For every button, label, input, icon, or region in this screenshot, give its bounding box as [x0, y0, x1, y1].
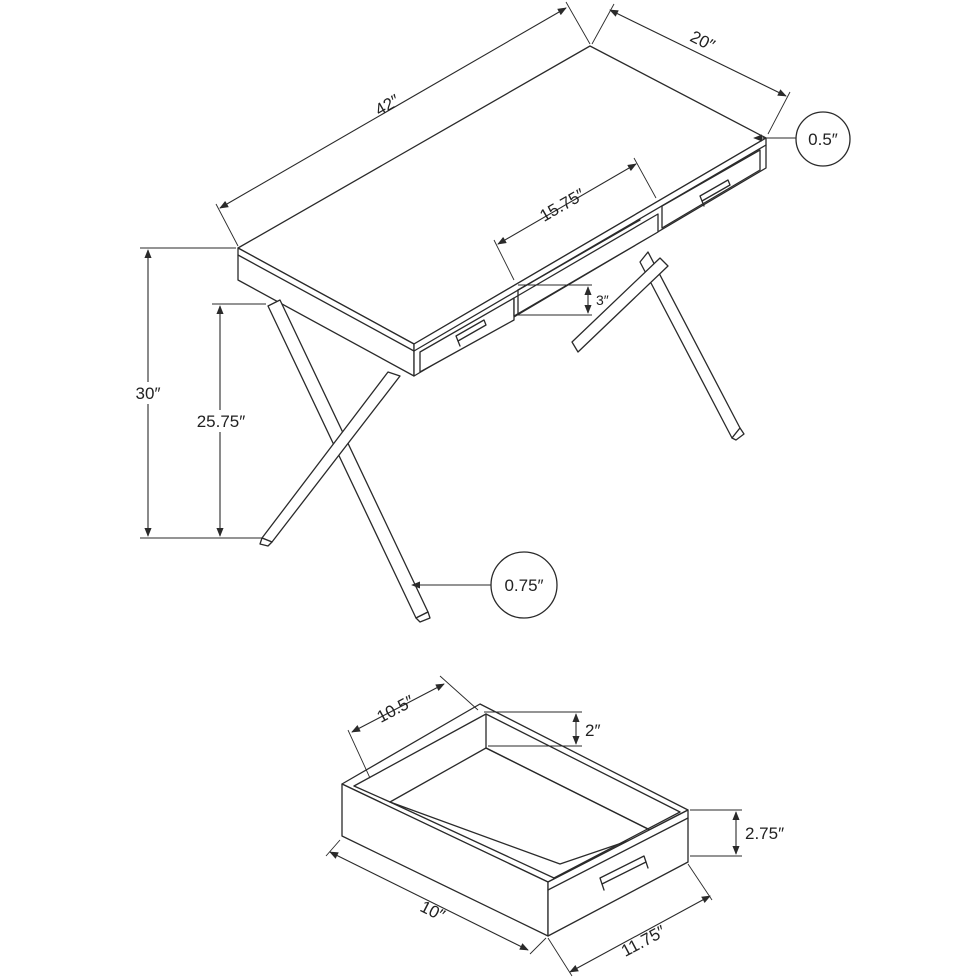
- right-drawer-handle[interactable]: [699, 179, 731, 207]
- leg-thickness-callout-circle: [490, 551, 558, 619]
- desk-illustration: [237, 45, 767, 623]
- drawer-inner-depth-label: 2″: [585, 721, 600, 740]
- desk-width-dimension-line: [219, 7, 567, 209]
- drawer-length-dimension-line: [329, 851, 529, 951]
- knee-clearance-label: 25.75″: [197, 412, 246, 431]
- front-drawer-handle[interactable]: [455, 319, 487, 347]
- opening-height-label: 3″: [596, 292, 609, 308]
- total-height-label: 30″: [136, 384, 161, 403]
- top-thickness-callout-circle: [795, 111, 851, 167]
- leg-thickness-label: 0.75″: [504, 576, 543, 595]
- front-left-legs: [259, 299, 431, 623]
- top-thickness-label: 0.5″: [808, 130, 838, 149]
- desk-width-label: 42″: [372, 91, 403, 120]
- drawer-illustration: [341, 703, 689, 937]
- drawer-front-width-dimension-line: [569, 895, 711, 973]
- drawer-inner-width-label: 10.5″: [374, 692, 417, 727]
- drawer-inner-width-dimension-line: [351, 683, 445, 733]
- desk-depth-label: 20″: [687, 27, 718, 55]
- drawer-outer-height-label: 2.75″: [745, 824, 784, 843]
- opening-width-dimension-line: [497, 163, 637, 245]
- desk-depth-dimension-line: [609, 9, 787, 97]
- drawer-front-width-label: 11.75″: [618, 922, 669, 961]
- drawer-front-handle[interactable]: [599, 855, 649, 891]
- drawer-length-label: 10″: [417, 897, 448, 925]
- back-right-legs: [571, 251, 745, 441]
- desk-dimensions: 42″ 20″ 0.5″ 15.75″ 3″ 30″ 25.75″: [128, 1, 851, 619]
